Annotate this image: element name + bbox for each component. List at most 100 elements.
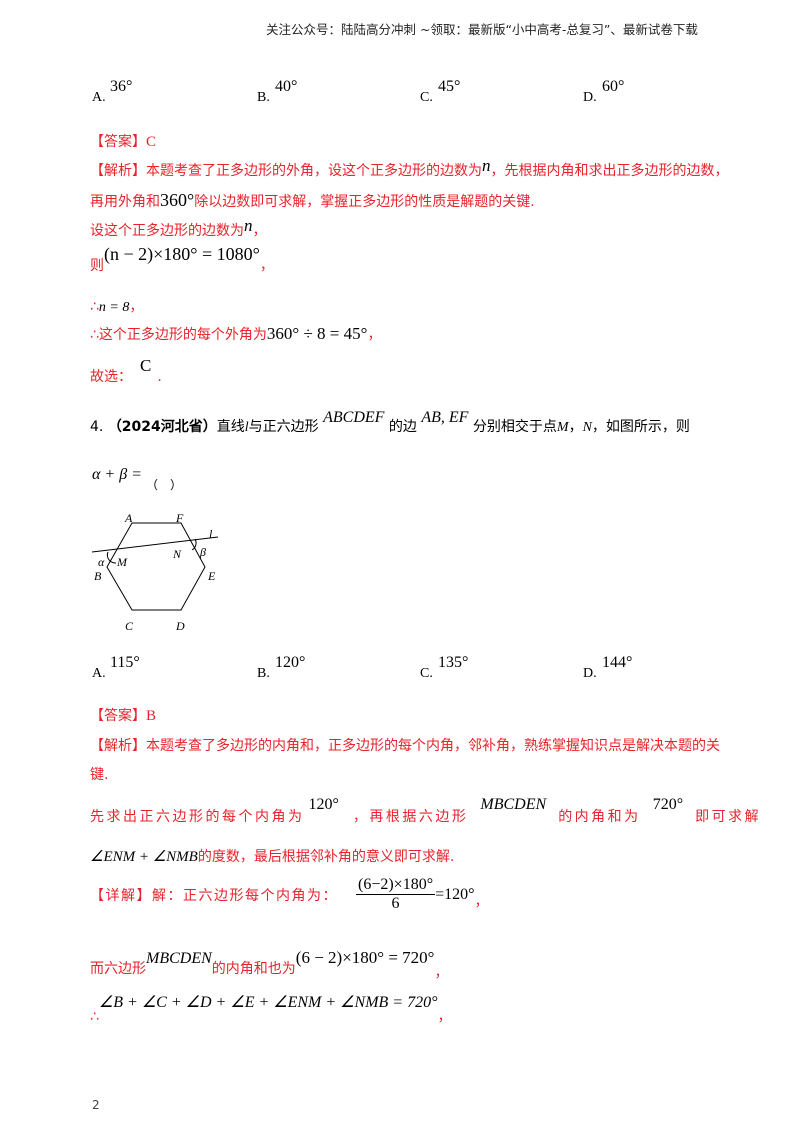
math-n: n [482,156,491,175]
page-header-banner: 关注公众号：陆陆高分冲刺 ~领取：最新版“小中高考-总复习”、最新试卷下载 [266,22,698,37]
text: ， [367,327,382,343]
detail-label: 【详解】 [90,887,152,904]
label-l: l [209,527,213,541]
text: 的边 [388,419,417,435]
label-A: A [124,512,133,525]
text: 即可求解 [695,809,762,825]
therefore-symbol: ∴ [90,299,99,315]
q4-detail-line2: 而六边形MBCDEN的内角和也为(6 − 2)×180° = 720°， [90,948,448,981]
alpha-arc [106,551,117,564]
text: 先求出正六边形的每个内角为 [90,809,305,825]
text: 本题考查了正多边形的外角，设这个正多边形的边数为 [146,163,482,179]
q3-analysis-line1: 【解析】本题考查了正多边形的外角，设这个正多边形的边数为n，先根据内角和求出正多… [90,156,729,180]
math-mbcden: MBCDEN [480,796,547,813]
q3-line3: 设这个正多边形的边数为n， [90,216,267,240]
math-sides: AB, EF [421,409,469,426]
label-N: N [172,547,182,561]
text: ， [259,258,274,274]
text: 设这个正多边形的边数为 [90,223,244,239]
text: ， [437,1009,452,1025]
hexagon-shape [106,522,206,611]
choice-c: C [140,356,152,375]
math-720: 720° [652,796,684,813]
text: 直线 [216,419,245,435]
answer-label: 【答案】 [90,708,146,724]
math-result: =120° [435,885,475,903]
text: ， [129,299,144,315]
label-beta: β [199,545,206,559]
q3-option-a-value: 36° [110,78,133,95]
math-hexagon: ABCDEF [323,409,385,426]
q4-detail-line3: ∴∠B + ∠C + ∠D + ∠E + ∠ENM + ∠NMB = 720°， [90,992,451,1025]
text: 故选： [90,369,132,385]
text: 本题考查了多边形的内角和，正多边形的每个内角，邻补角，熟练掌握知识点是解决本题的… [146,738,720,754]
math-M: M [556,420,569,435]
q4-option-c-value: 135° [438,654,469,671]
q3-line7: 故选： C. [90,356,162,385]
text: ，如图所示，则 [591,419,690,435]
analysis-label: 【解析】 [90,738,146,754]
text: 的度数，最后根据邻补角的意义即可求解. [197,849,455,865]
math-equation: (6 − 2)×180° = 720° [295,948,435,967]
math-equation: 360° ÷ 8 = 45° [266,324,368,343]
math-l: l [244,420,249,435]
math-120: 120° [308,796,339,813]
beta-arc [191,538,197,551]
question-source: （2024河北省） [107,419,217,435]
hexagon-figure: A F l M N β α B E C D [91,512,219,633]
q4-option-b-value: 120° [275,654,306,671]
label-M: M [116,555,128,569]
math-equation: ∠B + ∠C + ∠D + ∠E + ∠ENM + ∠NMB = 720° [98,994,438,1011]
text: 则 [90,258,104,274]
math-mbcden: MBCDEN [146,950,212,967]
q3-line6: ∴这个正多边形的每个外角为360° ÷ 8 = 45°， [90,324,381,344]
analysis-label: 【解析】 [90,163,146,179]
math-n: n [244,216,253,235]
answer-value: B [146,708,157,724]
q4-option-a-value: 115° [110,654,140,671]
math-360: 360° [160,190,195,210]
q3-answer: 【答案】C [90,131,156,151]
text: 与正六边形 [248,419,319,435]
q4-answer: 【答案】B [90,705,156,725]
math-N: N [582,420,592,435]
q4-stem: 4. （2024河北省）直线l与正六边形 ABCDEF 的边 AB, EF 分别… [90,407,690,435]
fraction-numerator: (6−2)×180° [356,876,436,895]
q3-option-d-letter: D. [583,90,597,105]
label-D: D [175,619,185,633]
math-equation: n = 8 [98,300,130,315]
text: ， [434,965,449,981]
label-B: B [94,569,102,583]
q3-option-a-letter: A. [92,90,106,105]
answer-label: 【答案】 [90,134,146,150]
text: 除以边数即可求解，掌握正多边形的性质是解题的关键. [194,194,535,210]
line-l [91,536,219,553]
label-C: C [125,619,134,633]
q4-analysis-line2: 键. [90,767,109,783]
q4-option-c-letter: C. [420,666,433,681]
answer-value: C [146,134,157,150]
q3-option-c-value: 45° [438,78,461,95]
text: 的内角和为 [558,809,641,825]
fraction-denominator: 6 [391,895,400,912]
math-alpha-beta: α + β = [92,466,142,483]
q3-option-d-value: 60° [602,78,625,95]
text: ， [252,223,267,239]
text: 解：正六边形每个内角为： [152,887,338,904]
q3-option-b-letter: B. [257,90,270,105]
q4-option-b-letter: B. [257,666,270,681]
q4-option-a-letter: A. [92,666,106,681]
text: 而六边形 [90,961,146,977]
text: 的内角和也为 [211,961,296,977]
q3-line4: 则(n − 2)×180° = 1080°， [90,244,274,274]
label-F: F [175,512,184,525]
therefore-symbol: ∴ [90,1009,99,1025]
text: ， [474,893,489,910]
q3-line5: ∴n = 8， [90,296,143,316]
text: . [157,369,162,385]
label-E: E [207,569,216,583]
text: 再用外角和 [90,194,160,210]
q3-option-c-letter: C. [420,90,433,105]
fraction: (6−2)×180° 6 [356,876,436,913]
q4-expression: α + β = （ ） [92,466,182,492]
